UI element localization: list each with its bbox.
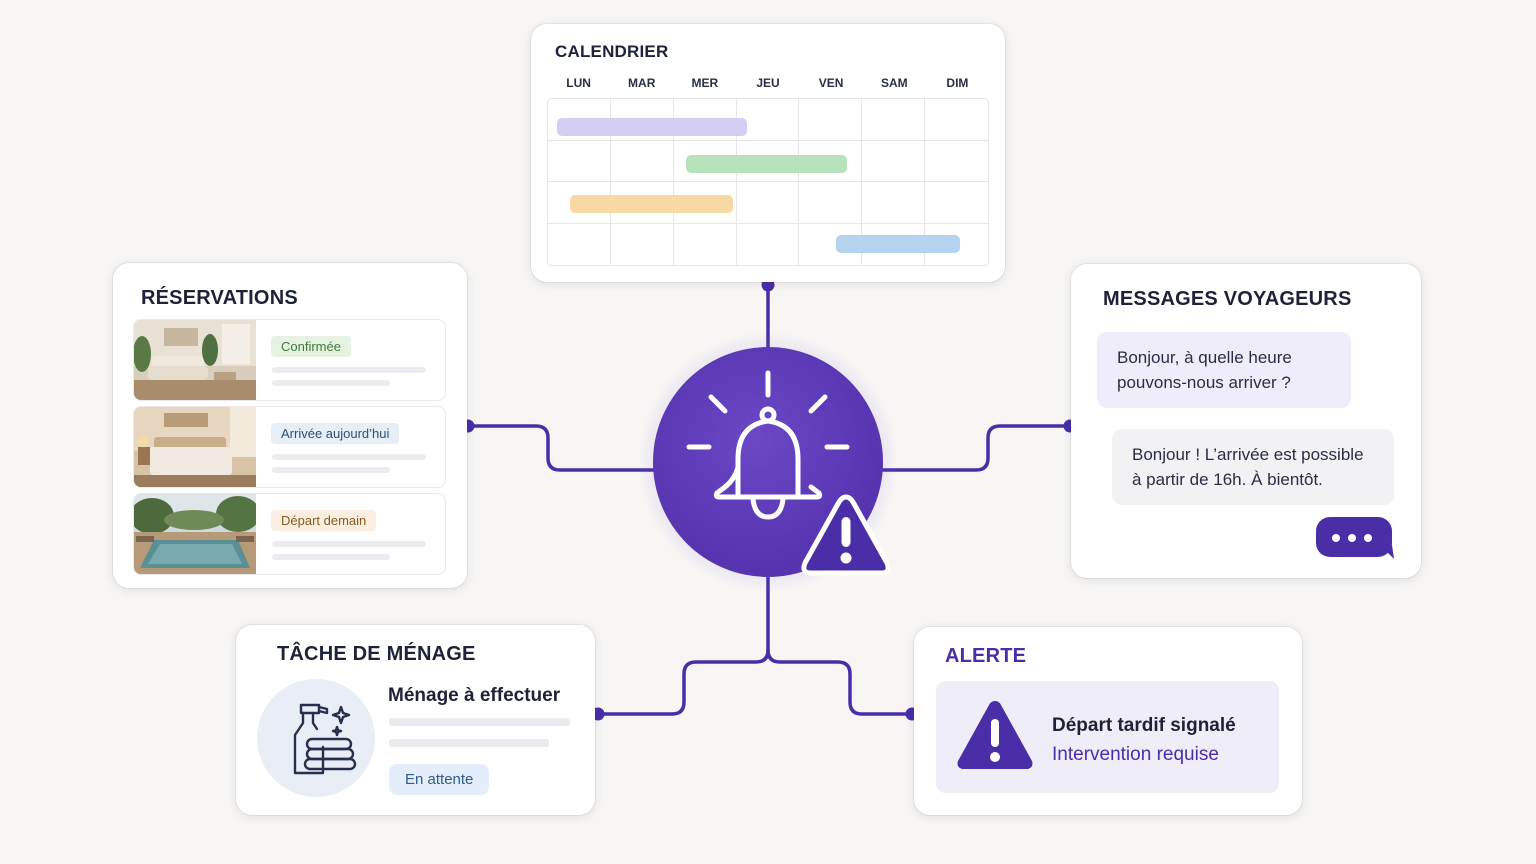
- calendar-title: CALENDRIER: [555, 42, 669, 61]
- calendar-cell[interactable]: [862, 99, 926, 141]
- bedroom-photo: [134, 407, 256, 487]
- calendar-cell[interactable]: [925, 141, 988, 182]
- task-status-badge[interactable]: En attente: [389, 764, 490, 795]
- placeholder-line: [272, 541, 426, 547]
- outgoing-bubble-tail: [1385, 490, 1395, 502]
- weekday-fri: VEN: [818, 76, 844, 90]
- reservation-item[interactable]: Arrivée aujourd’hui: [133, 406, 446, 488]
- incoming-message: Bonjour, à quelle heure pouvons-nous arr…: [1097, 332, 1351, 408]
- typing-indicator-button[interactable]: [1316, 517, 1394, 559]
- calendar-cell[interactable]: [548, 140, 611, 182]
- status-badge: Confirmée: [271, 336, 351, 357]
- booking-bar-purple[interactable]: [557, 118, 747, 136]
- task-heading: Ménage à effectuer: [388, 685, 561, 706]
- reservations-card: RÉSERVATIONS Confirmée: [113, 263, 467, 588]
- status-badge: Départ demain: [271, 510, 377, 531]
- calendar-cell[interactable]: [674, 223, 737, 265]
- placeholder-line: [272, 367, 426, 373]
- warning-icon: [957, 701, 1033, 769]
- alert-heading: Départ tardif signalé: [1052, 715, 1236, 736]
- placeholder-line: [272, 454, 426, 460]
- alert-subtext: Intervention requise: [1052, 744, 1219, 765]
- warning-icon: [801, 494, 891, 576]
- calendar-cell[interactable]: [548, 223, 611, 265]
- placeholder-line: [272, 380, 390, 386]
- placeholder-line: [272, 554, 390, 560]
- weekday-wed: MER: [691, 76, 719, 90]
- placeholder-line: [272, 467, 390, 473]
- pool-photo: [134, 494, 256, 574]
- cleaning-icon: [257, 679, 375, 797]
- calendar-cell[interactable]: [611, 223, 674, 265]
- reservations-title: RÉSERVATIONS: [141, 287, 298, 309]
- weekday-mon: LUN: [566, 76, 591, 90]
- task-title: TÂCHE DE MÉNAGE: [277, 643, 476, 665]
- weekday-sun: DIM: [946, 76, 969, 90]
- notification-hub[interactable]: [653, 347, 891, 577]
- messages-title: MESSAGES VOYAGEURS: [1103, 288, 1352, 310]
- calendar-card: CALENDRIER LUN MAR MER JEU VEN SAM DIM: [531, 24, 1005, 282]
- weekday-thu: JEU: [756, 76, 780, 90]
- calendar-weekdays: LUN MAR MER JEU VEN SAM DIM: [547, 76, 989, 90]
- status-badge: Arrivée aujourd’hui: [271, 423, 400, 444]
- calendar-grid[interactable]: [547, 98, 989, 266]
- alert-card: ALERTE Départ tardif signalé Interventio…: [914, 627, 1302, 815]
- calendar-cell[interactable]: [799, 140, 863, 182]
- placeholder-line: [389, 739, 549, 747]
- calendar-cell[interactable]: [673, 182, 737, 224]
- calendar-cell[interactable]: [862, 140, 926, 182]
- calendar-cell[interactable]: [799, 99, 863, 141]
- booking-bar-orange[interactable]: [570, 195, 733, 213]
- alert-box[interactable]: Départ tardif signalé Intervention requi…: [936, 681, 1279, 793]
- living-room-photo: [134, 320, 256, 400]
- placeholder-line: [389, 718, 570, 726]
- calendar-cell[interactable]: [736, 182, 800, 224]
- calendar-cell[interactable]: [862, 182, 926, 224]
- weekday-sat: SAM: [880, 76, 908, 90]
- reservation-item[interactable]: Confirmée: [133, 319, 446, 401]
- reservation-item[interactable]: Départ demain: [133, 493, 446, 575]
- booking-bar-blue[interactable]: [836, 235, 960, 253]
- calendar-cell[interactable]: [610, 140, 674, 182]
- calendar-cell[interactable]: [925, 99, 988, 141]
- calendar-cell[interactable]: [925, 182, 988, 224]
- calendar-cell[interactable]: [737, 223, 800, 265]
- messages-card: MESSAGES VOYAGEURS Bonjour, à quelle heu…: [1071, 264, 1421, 578]
- incoming-bubble-tail: [1097, 392, 1107, 404]
- calendar-cell[interactable]: [799, 182, 863, 224]
- outgoing-message: Bonjour ! L’arrivée est possible à parti…: [1112, 429, 1394, 505]
- booking-bar-green[interactable]: [686, 155, 847, 173]
- calendar-cell[interactable]: [736, 99, 800, 141]
- bell-icon: [686, 370, 850, 520]
- weekday-tue: MAR: [628, 76, 656, 90]
- alert-title: ALERTE: [945, 645, 1027, 667]
- cleaning-task-card: TÂCHE DE MÉNAGE Ménage à effectuer En at…: [236, 625, 595, 815]
